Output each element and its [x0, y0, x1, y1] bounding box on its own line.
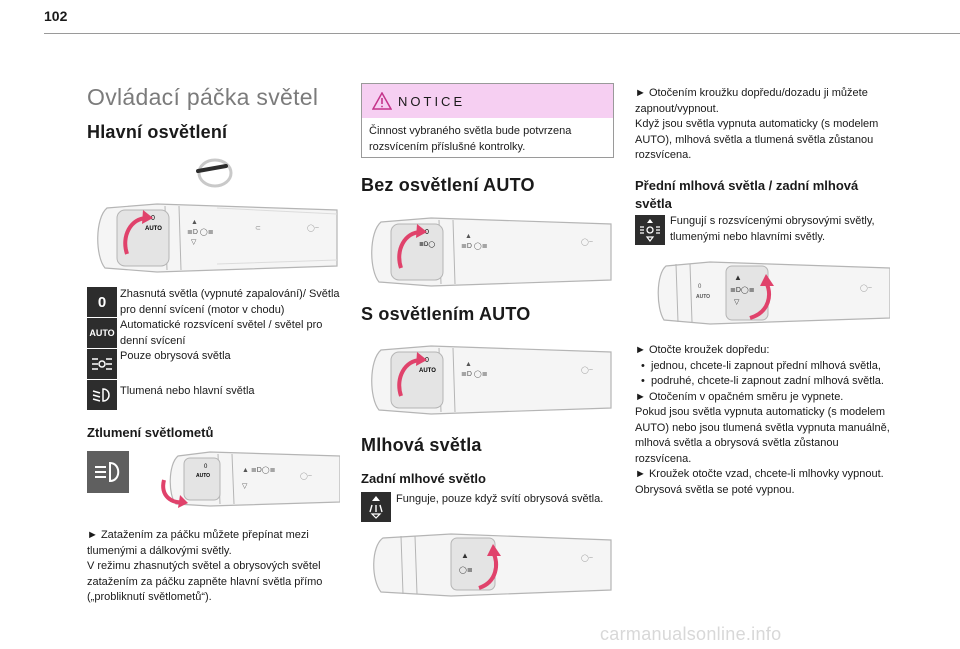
bullet-front-fog: jednou, chcete-li zapnout přední mlhová …: [635, 359, 897, 375]
stalk-auto-label: AUTO: [145, 226, 162, 232]
stalk-zero-label: 0: [151, 215, 155, 222]
stalk-flash-diagram: 0 AUTO ▲ ≣D◯≣ ▽ ◯~: [161, 451, 340, 508]
svg-text:0: 0: [204, 464, 208, 470]
svg-text:AUTO: AUTO: [696, 294, 710, 300]
svg-text:0: 0: [425, 357, 429, 364]
heading-rear-fog: Zadní mlhové světlo: [361, 471, 486, 486]
svg-text:▽: ▽: [734, 299, 740, 306]
light-stalk-diagram: 0 AUTO ▲ ▽ ≣D ◯≣ ⊂ ◯~: [97, 203, 338, 273]
rear-fog-text: Funguje, pouze když svítí obrysová světl…: [396, 493, 604, 505]
notice-box: NOTICE Činnost vybraného světla bude pot…: [361, 83, 614, 158]
svg-text:≣D ◯≣: ≣D ◯≣: [461, 241, 488, 250]
fog-steps-text: ► Otočte kroužek dopředu: jednou, chcete…: [635, 343, 897, 498]
svg-text:▲: ▲: [191, 219, 198, 226]
steering-wheel-icon: [196, 158, 233, 188]
svg-text:▲ ≣D◯≣: ▲ ≣D◯≣: [242, 465, 276, 474]
svg-text:AUTO: AUTO: [196, 473, 210, 479]
svg-text:AUTO: AUTO: [419, 368, 436, 374]
legend-text-dipped: Tlumená nebo hlavní světla: [120, 385, 255, 397]
svg-text:0: 0: [698, 284, 702, 290]
svg-text:≣D◯≣: ≣D◯≣: [730, 285, 755, 294]
legend-text-sidelights: Pouze obrysová světla: [120, 350, 231, 362]
fog-intro-text: ► Otočením kroužku dopředu/dozadu ji můž…: [635, 87, 879, 161]
dipped-beam-icon: [87, 380, 117, 410]
svg-text:⊂: ⊂: [255, 225, 261, 232]
svg-text:▽: ▽: [242, 483, 248, 490]
svg-text:▲: ▲: [465, 361, 472, 368]
zero-icon: 0: [87, 287, 117, 317]
svg-text:0: 0: [425, 229, 429, 236]
svg-text:▲: ▲: [465, 233, 472, 240]
header-divider: [44, 33, 960, 34]
heading-front-rear-fog: Přední mlhová světla / zadní mlhová svět…: [635, 178, 859, 211]
svg-text:◯~: ◯~: [581, 554, 593, 562]
page-number: 102: [44, 8, 68, 24]
page-title: Ovládací páčka světel: [87, 84, 319, 110]
front-rear-fog-icon: [635, 215, 665, 245]
svg-text:◯≣: ◯≣: [459, 565, 473, 574]
svg-text:≣D ◯≣: ≣D ◯≣: [187, 227, 214, 236]
svg-text:▲: ▲: [734, 273, 742, 282]
heading-auto: S osvětlením AUTO: [361, 304, 531, 324]
notice-text: Činnost vybraného světla bude potvrzena …: [369, 125, 572, 153]
legend-text-zero: Zhasnutá světla (vypnuté zapalování)/ Sv…: [120, 288, 340, 316]
stalk-no-auto-diagram: 0 ≣D◯ ▲ ≣D ◯≣ ◯~: [371, 217, 612, 287]
headlamp-flash-icon: [87, 451, 129, 493]
stalk-rear-fog-diagram: ▲ ◯≣ ◯~: [373, 533, 612, 597]
svg-text:≣D◯: ≣D◯: [419, 239, 435, 248]
dip-text: ► Zatažením za páčku můžete přepínat mez…: [87, 529, 323, 603]
svg-text:▲: ▲: [461, 551, 469, 560]
rear-fog-icon: [361, 492, 391, 522]
svg-text:◯~: ◯~: [581, 366, 593, 374]
svg-text:◯~: ◯~: [860, 284, 872, 292]
svg-text:≣D ◯≣: ≣D ◯≣: [461, 369, 488, 378]
heading-no-auto: Bez osvětlení AUTO: [361, 175, 535, 195]
bullet-rear-fog: podruhé, chcete-li zapnout zadní mlhová …: [635, 374, 897, 390]
stalk-front-fog-diagram: 0 AUTO ▲ ≣D◯≣ ▽ ◯~: [657, 261, 890, 325]
svg-text:◯~: ◯~: [307, 224, 319, 232]
svg-text:◯~: ◯~: [581, 238, 593, 246]
svg-text:▽: ▽: [191, 239, 197, 246]
notice-label: NOTICE: [398, 94, 466, 109]
front-fog-text: Fungují s rozsvícenými obrysovými světly…: [670, 215, 875, 243]
sidelights-icon: [87, 349, 117, 379]
footer-watermark: carmanualsonline.info: [600, 624, 782, 644]
stalk-auto-diagram: 0 AUTO ▲ ≣D ◯≣ ◯~: [371, 345, 612, 415]
warning-icon: [372, 92, 392, 110]
legend-text-auto: Automatické rozsvícení světel / světel p…: [120, 319, 323, 347]
heading-dip: Ztlumení světlometů: [87, 425, 214, 440]
svg-text:◯~: ◯~: [300, 472, 312, 480]
auto-icon: AUTO: [87, 318, 117, 348]
heading-main-lights: Hlavní osvětlení: [87, 122, 228, 142]
heading-fog: Mlhová světla: [361, 435, 482, 455]
